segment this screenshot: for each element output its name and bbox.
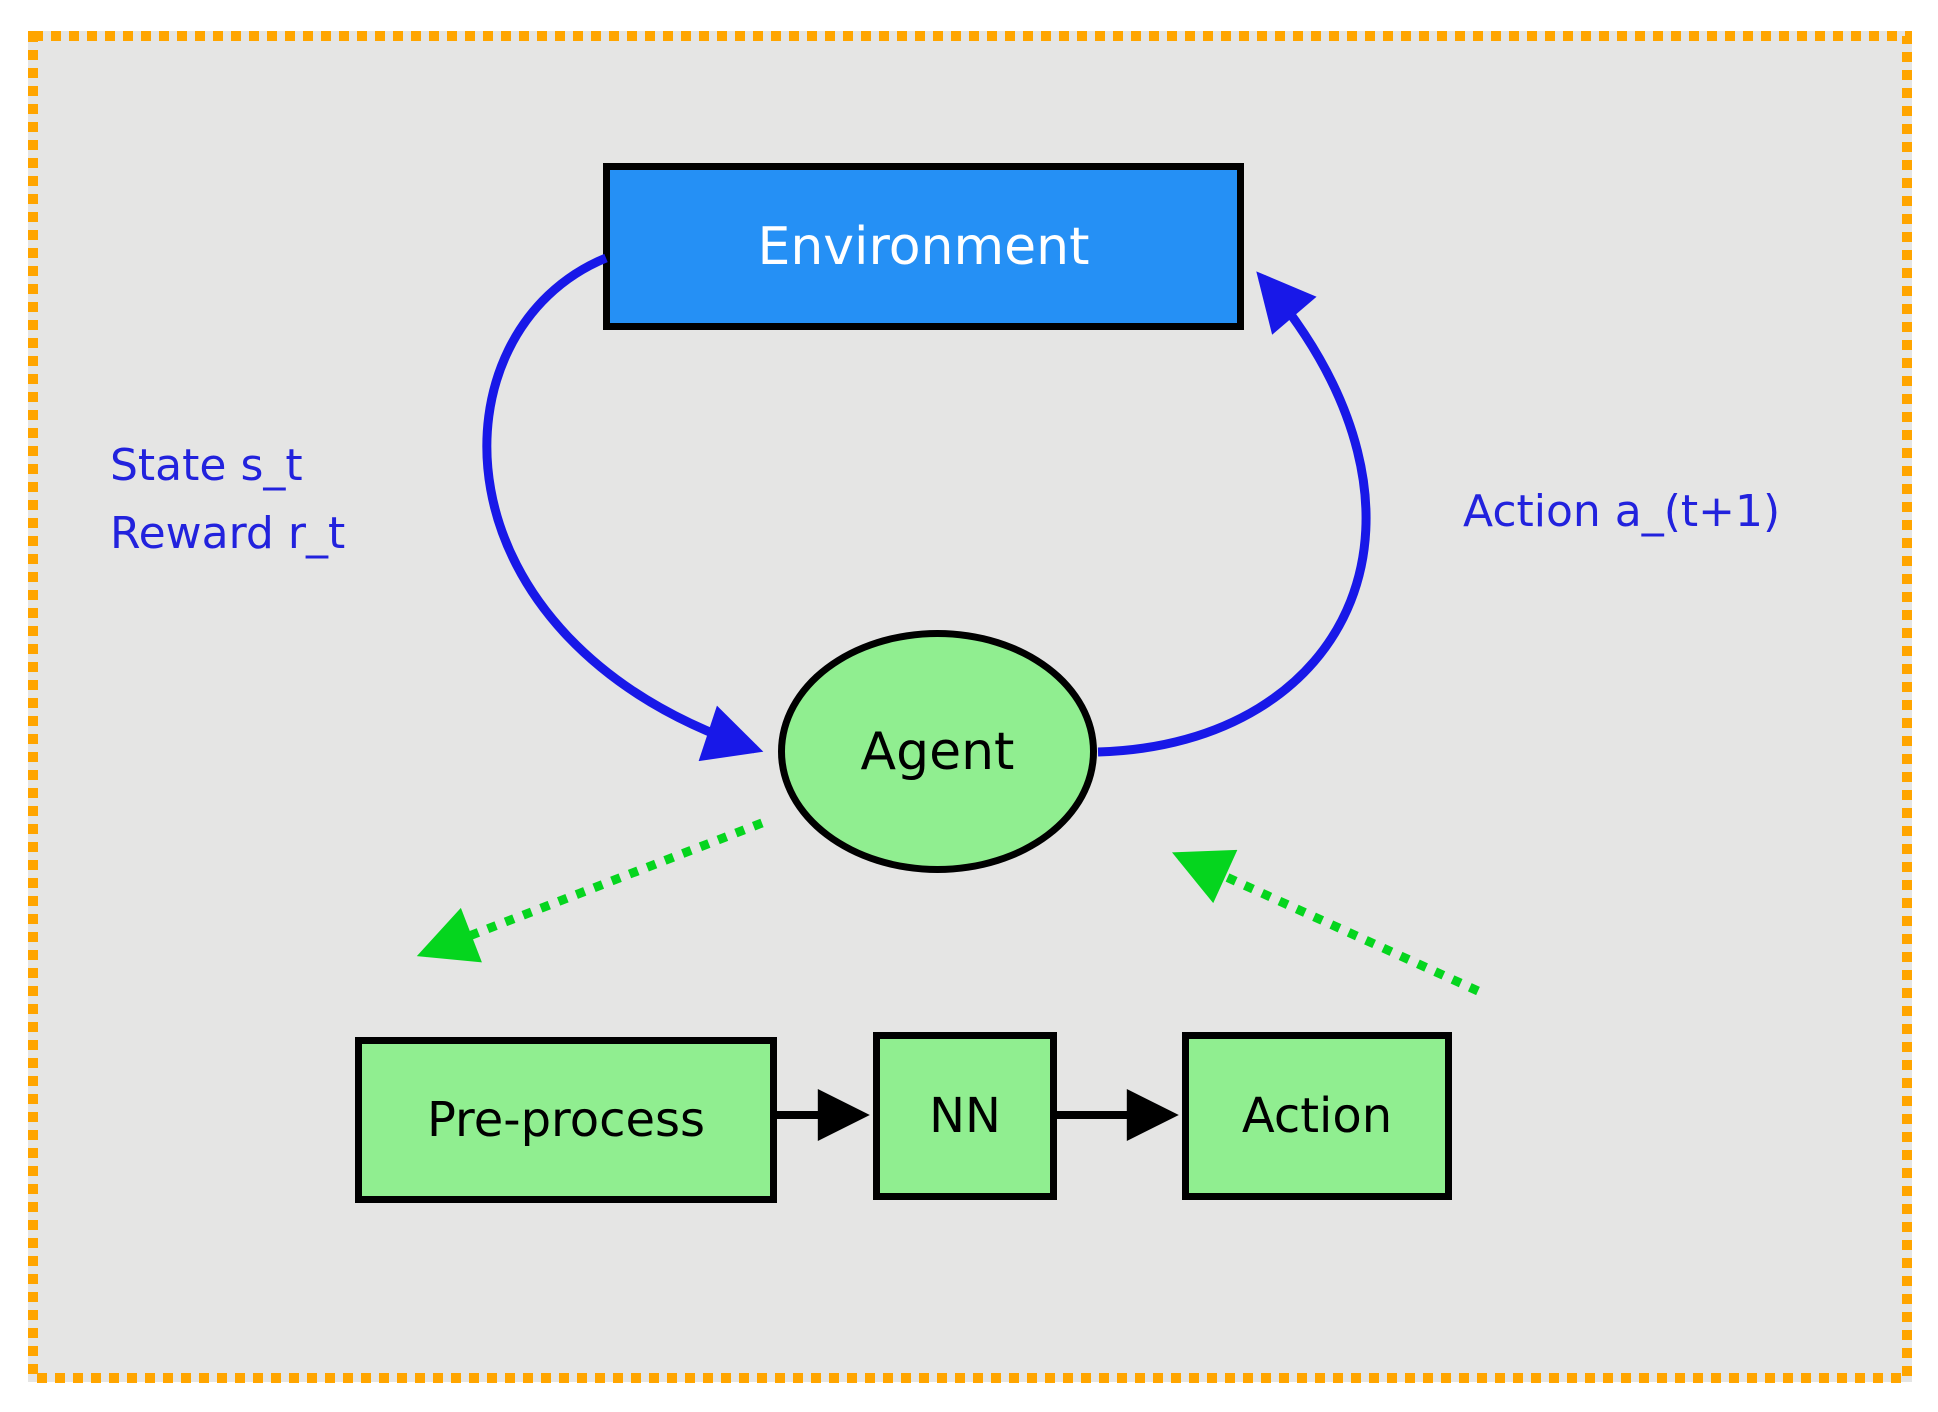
nn-node: NN — [873, 1032, 1057, 1200]
preprocess-label: Pre-process — [426, 1092, 706, 1148]
state-reward-label: State s_t Reward r_t — [110, 432, 345, 568]
action-label: Action — [1241, 1088, 1393, 1144]
preprocess-node: Pre-process — [355, 1037, 777, 1203]
agent-label: Agent — [860, 721, 1015, 782]
action-node: Action — [1182, 1032, 1452, 1200]
action-next-label: Action a_(t+1) — [1463, 486, 1781, 537]
reward-label: Reward r_t — [110, 508, 346, 559]
agent-node: Agent — [778, 630, 1097, 873]
state-label: State s_t — [110, 440, 303, 491]
nn-label: NN — [929, 1088, 1001, 1144]
environment-label: Environment — [757, 216, 1090, 277]
environment-node: Environment — [603, 163, 1244, 330]
